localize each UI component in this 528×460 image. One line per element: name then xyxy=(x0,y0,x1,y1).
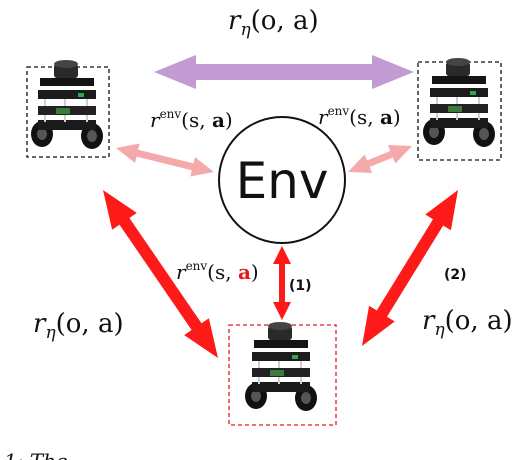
arrow-left-env xyxy=(116,143,214,177)
env-label: Env xyxy=(236,152,329,210)
arrow-right-env xyxy=(348,145,412,173)
reward-env-right: renv(s, a) xyxy=(318,104,401,129)
reward-shared-top: rη(o, a) xyxy=(228,6,319,40)
reward-shared-right: rη(o, a) xyxy=(422,306,513,340)
tag-2: (2) xyxy=(444,267,467,283)
arrow-left-diagonal xyxy=(103,190,218,358)
env-circle xyxy=(218,116,346,244)
arrow-top-shared xyxy=(154,55,414,89)
right-robot xyxy=(417,58,502,161)
reward-env-bottom: renv(s, a) xyxy=(176,259,259,284)
arrow-right-diagonal xyxy=(362,190,458,346)
reward-env-left: renv(s, a) xyxy=(150,107,233,132)
env-node: Env xyxy=(218,116,346,244)
right-robot-image xyxy=(423,58,495,147)
bottom-robot-box xyxy=(228,324,337,426)
bottom-robot xyxy=(228,322,337,426)
caption-fragment: 1: The .. . xyxy=(4,449,100,460)
bottom-robot-image xyxy=(245,322,317,411)
left-robot-image xyxy=(31,60,103,149)
left-robot xyxy=(26,60,110,158)
tag-1: (1) xyxy=(289,278,312,294)
left-robot-box xyxy=(26,66,110,158)
arrow-bottom-env xyxy=(273,246,291,320)
arrows-layer xyxy=(103,55,458,358)
reward-shared-left: rη(o, a) xyxy=(33,309,124,343)
